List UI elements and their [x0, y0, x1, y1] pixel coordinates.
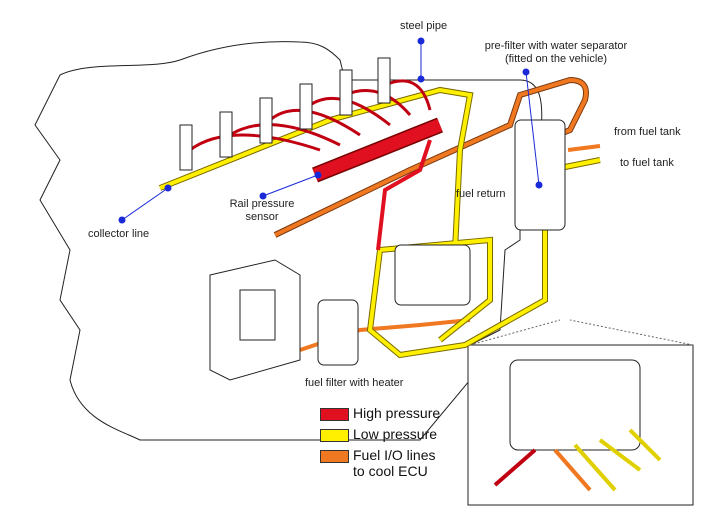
label-rail-pressure-line1: Rail pressure [229, 198, 295, 210]
legend-swatch-low [320, 429, 349, 442]
pre-filter [514, 119, 566, 231]
injectors [179, 57, 391, 171]
label-rail-pressure-sensor: Rail pressure sensor [222, 198, 302, 224]
label-fuel-return: fuel return [456, 188, 506, 200]
label-rail-pressure-line2: sensor [245, 211, 279, 223]
engine-outline [34, 41, 543, 441]
label-pre-filter-line1: pre-filter with water separator [484, 40, 628, 52]
legend-label-ecu: Fuel I/O lines [353, 447, 436, 463]
label-from-fuel-tank: from fuel tank [614, 126, 681, 138]
high-pressure-pump [394, 244, 471, 306]
legend-swatch-ecu [320, 450, 349, 463]
legend-label-ecu-2: to cool ECU [353, 463, 428, 479]
ecu [209, 259, 301, 381]
legend-label-low: Low pressure [353, 426, 438, 442]
label-pre-filter-line2: (fitted on the vehicle) [504, 53, 608, 65]
fuel-filter [317, 299, 359, 366]
legend-label-high: High pressure [353, 405, 441, 421]
label-fuel-filter: fuel filter with heater [305, 377, 404, 389]
legend-swatch-high [320, 408, 349, 421]
label-steel-pipe: steel pipe [400, 20, 448, 32]
callout-lines [118, 37, 543, 224]
label-pre-filter: pre-filter with water separator (fitted … [446, 40, 666, 66]
label-collector-line: collector line [88, 228, 150, 240]
label-to-fuel-tank: to fuel tank [620, 157, 674, 169]
